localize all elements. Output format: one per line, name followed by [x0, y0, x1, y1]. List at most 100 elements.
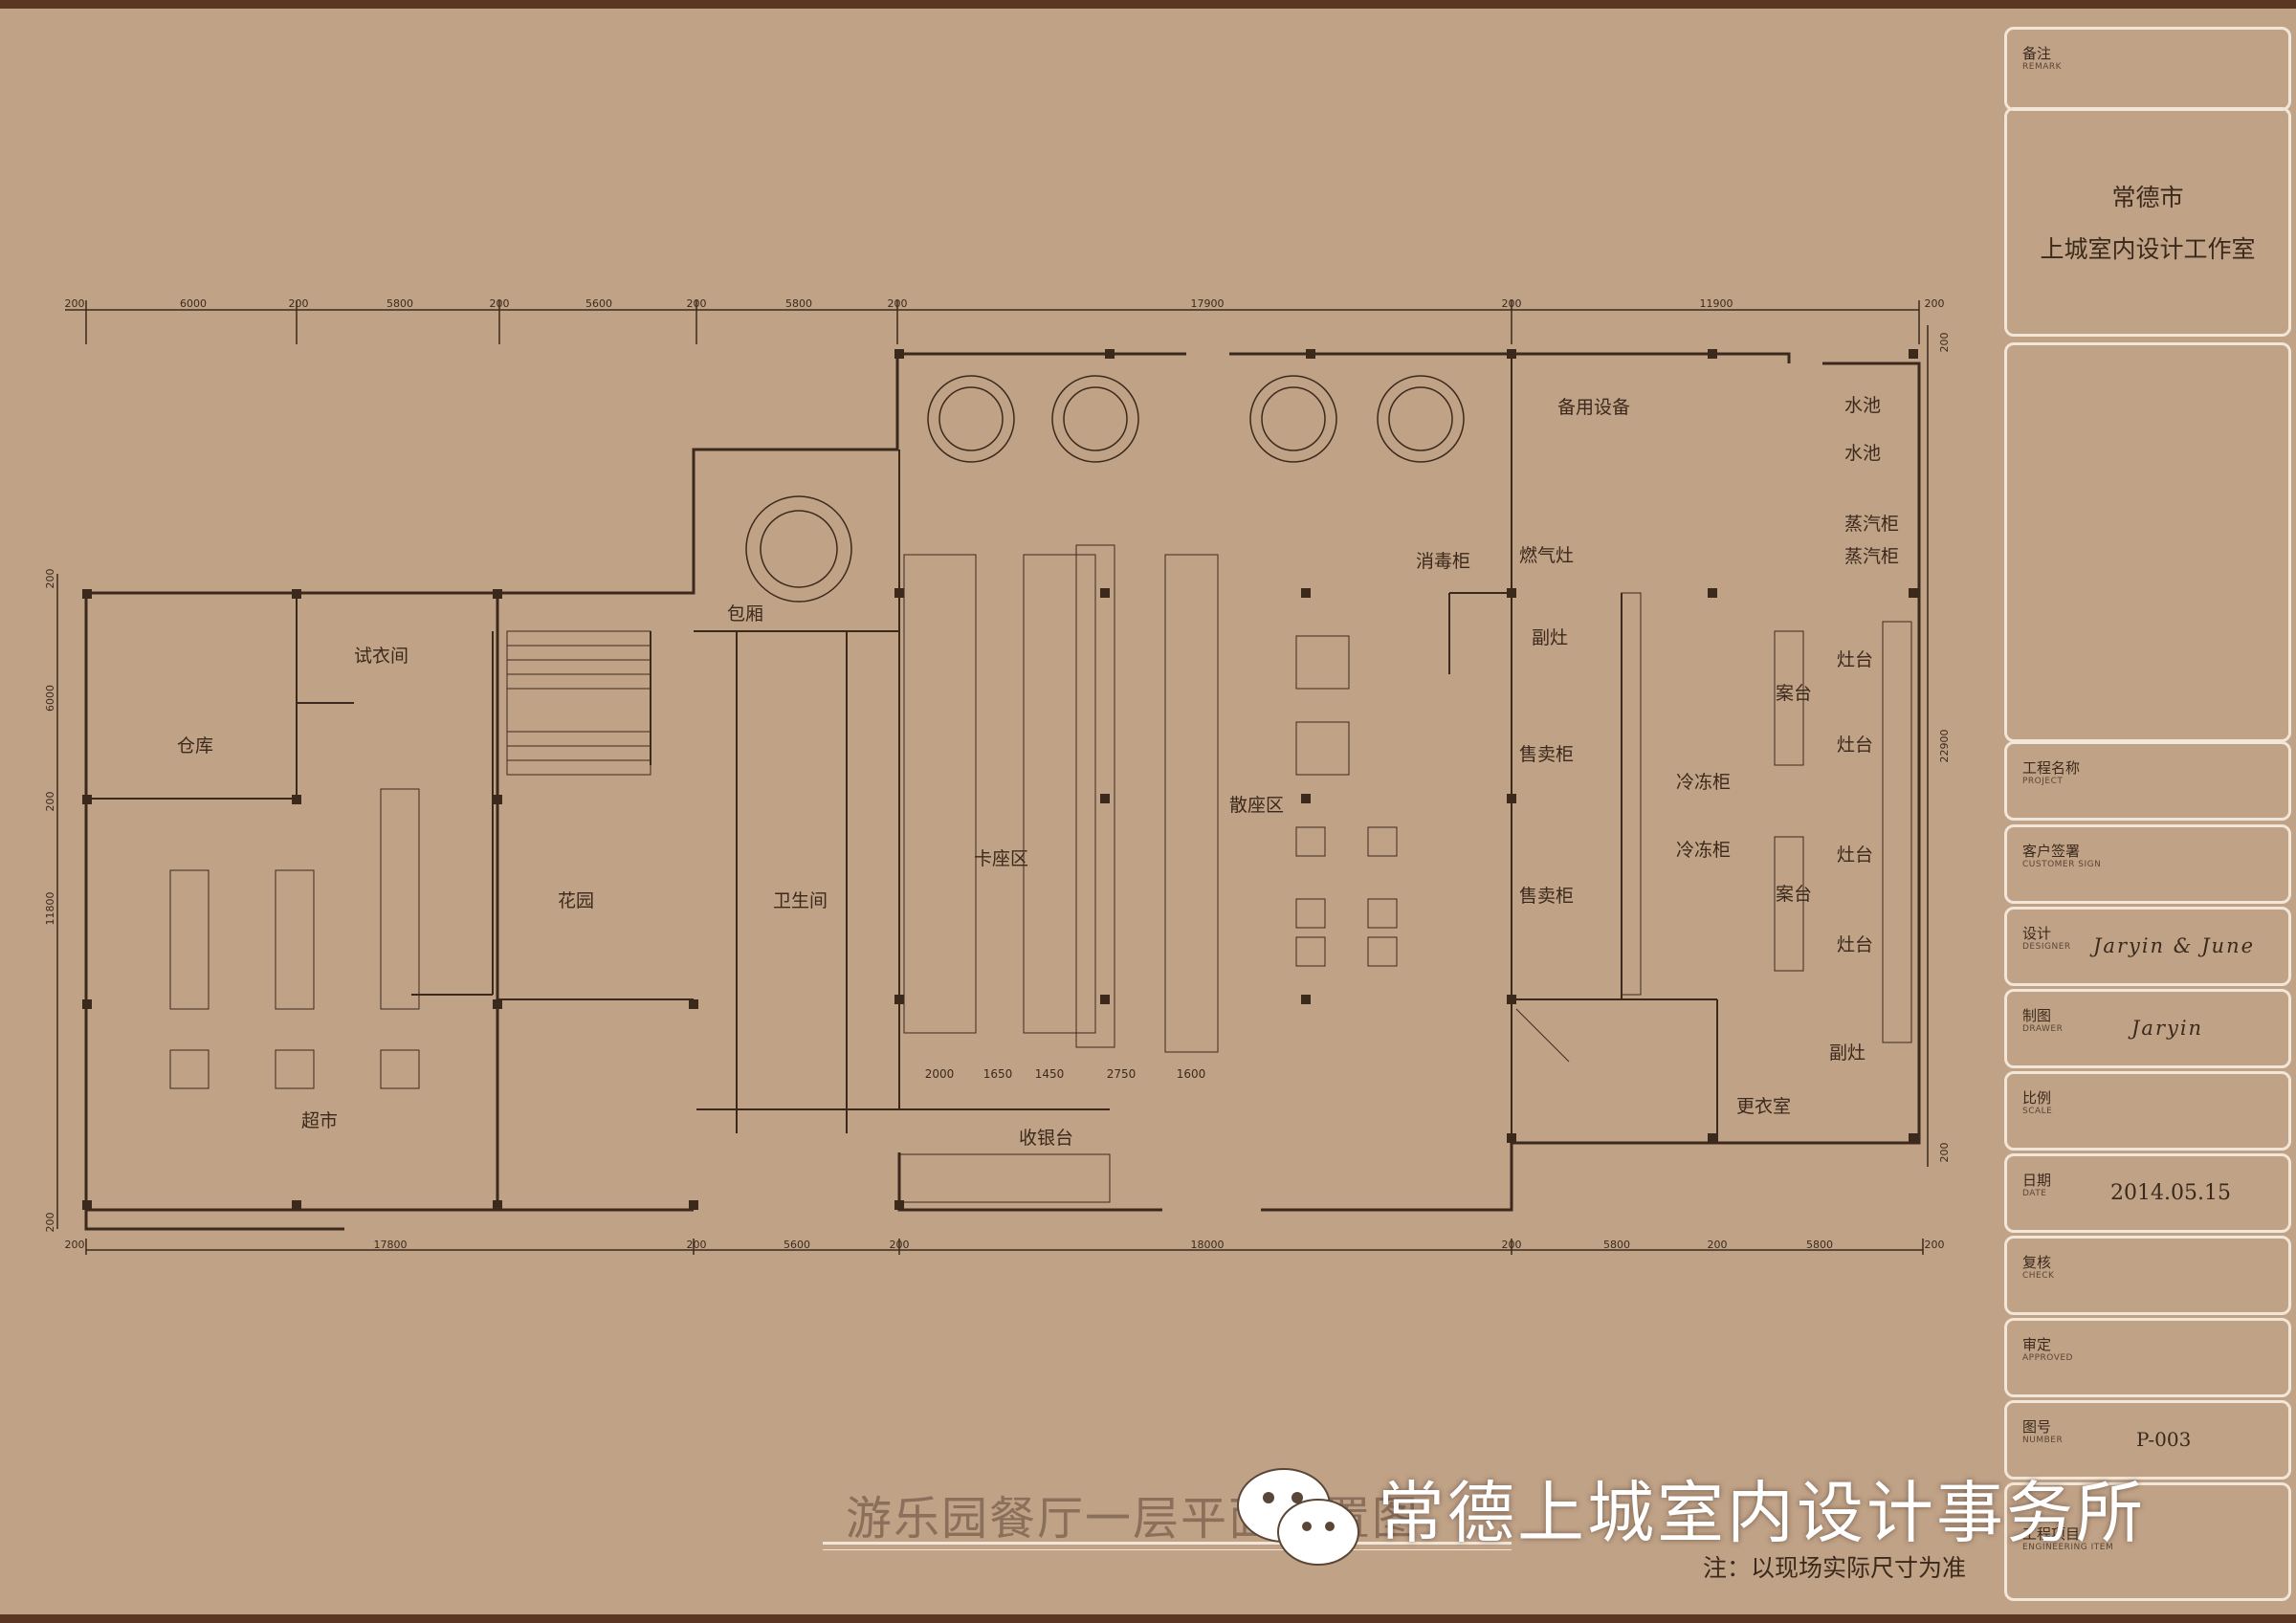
dim-left-2: 200 [44, 792, 56, 812]
sheet-bottom-border [0, 1614, 2296, 1623]
tb-client-label: 客户签署 [2022, 843, 2081, 860]
tb-client-sub: CUSTOMER SIGN [2022, 860, 2102, 869]
room-label-booth-area: 卡座区 [974, 848, 1028, 869]
dimension-labels-left: 200 6000 200 11800 200 [44, 569, 56, 1233]
room-label-side-stove-bottom: 副灶 [1829, 1042, 1866, 1064]
dim-left-3: 11800 [44, 892, 56, 926]
sheet-top-border [0, 0, 2296, 9]
room-label-toilet: 卫生间 [773, 890, 828, 911]
dim-top-7: 5800 [785, 297, 812, 310]
tb-approved: 审定 APPROVED [2004, 1318, 2291, 1397]
room-label-fitting-room: 试衣间 [354, 646, 408, 667]
tb-engineering-item: 工程项目 ENGINEERING ITEM [2004, 1482, 2291, 1601]
room-label-prep-table-1: 案台 [1776, 683, 1812, 704]
title-underline [823, 1542, 1512, 1545]
casual-tables [1295, 635, 1398, 967]
dim-top-6: 200 [687, 297, 707, 310]
room-label-freezer-1: 冷冻柜 [1676, 772, 1731, 793]
room-label-backup-equipment: 备用设备 [1557, 397, 1630, 418]
tb-designer-sub: DESIGNER [2022, 942, 2071, 952]
dim-bottom-6: 200 [1502, 1239, 1522, 1251]
tb-client-sign: 客户签署 CUSTOMER SIGN [2004, 824, 2291, 904]
dim-left-1: 6000 [44, 685, 56, 712]
room-label-cashier: 收银台 [1019, 1128, 1073, 1149]
room-label-gas-stove: 燃气灶 [1519, 545, 1574, 566]
tb-drawing-no: 图号 NUMBER P-003 [2004, 1400, 2291, 1480]
dim-top-8: 200 [888, 297, 908, 310]
staircase [506, 630, 1570, 1063]
tb-remarks: 备注 REMARK [2004, 27, 2291, 111]
room-label-stove-3: 灶台 [1837, 844, 1873, 866]
tb-studio: 常德市 上城室内设计工作室 [2004, 107, 2291, 337]
tb-designer: 设计 DESIGNER Jaryin & June [2004, 907, 2291, 986]
dim-top-2: 200 [289, 297, 309, 310]
plan-note: 注：以现场实际尺寸为准 [1703, 1554, 1967, 1582]
title-underline-thin [823, 1549, 1512, 1550]
room-label-garden: 花园 [558, 890, 594, 911]
structural-columns [82, 349, 1918, 1210]
tb-scale-sub: SCALE [2022, 1107, 2053, 1116]
dim-bottom-8: 200 [1708, 1239, 1728, 1251]
tb-designer-value: Jaryin & June [2093, 934, 2256, 957]
dim-bottom-10: 200 [1925, 1239, 1945, 1251]
dim-booth-3: 2750 [1107, 1067, 1137, 1081]
room-label-supermarket: 超市 [301, 1110, 338, 1131]
room-label-sink-1: 水池 [1844, 395, 1881, 416]
dim-top-5: 5600 [585, 297, 612, 310]
dim-top-0: 200 [65, 297, 85, 310]
dim-booth-2: 1450 [1035, 1067, 1065, 1081]
dim-top-9: 17900 [1191, 297, 1225, 310]
tb-approved-sub: APPROVED [2022, 1353, 2073, 1363]
tb-eng-label: 工程项目 [2022, 1525, 2081, 1543]
tb-check: 复核 CHECK [2004, 1236, 2291, 1315]
room-label-locker-room: 更衣室 [1736, 1096, 1791, 1117]
tb-drawing-no-value: P-003 [2136, 1428, 2192, 1451]
tb-designer-label: 设计 [2022, 925, 2052, 942]
dim-bottom-4: 200 [890, 1239, 910, 1251]
dim-left-4: 200 [44, 1213, 56, 1233]
dim-bottom-7: 5800 [1603, 1239, 1630, 1251]
dimension-ticks [85, 300, 1924, 1255]
tb-approved-label: 审定 [2022, 1336, 2052, 1353]
tb-drawer-value: Jaryin [2131, 1017, 2204, 1040]
studio-city: 常德市 [2111, 184, 2184, 211]
tb-date-sub: DATE [2022, 1189, 2047, 1198]
tb-drawing-no-label: 图号 [2022, 1418, 2052, 1436]
room-label-prep-table-2: 案台 [1776, 884, 1812, 905]
room-label-stove-2: 灶台 [1837, 735, 1873, 756]
tb-project-name: 工程名称 PROJECT [2004, 741, 2291, 821]
dim-top-4: 200 [490, 297, 510, 310]
room-label-private-room: 包厢 [727, 603, 763, 625]
dim-booth-1: 1650 [983, 1067, 1013, 1081]
dim-booth-0: 2000 [925, 1067, 955, 1081]
interior-walls [86, 354, 1718, 1143]
room-label-stove-1: 灶台 [1837, 649, 1873, 670]
dim-bottom-1: 17800 [374, 1239, 408, 1251]
tb-eng-sub: ENGINEERING ITEM [2022, 1543, 2114, 1552]
dim-booth-4: 1600 [1177, 1067, 1206, 1081]
tb-drawer-label: 制图 [2022, 1007, 2052, 1024]
dimension-labels-booth: 2000 1650 1450 2750 1600 [925, 1067, 1206, 1081]
dim-right-0: 200 [1938, 333, 1951, 353]
dim-top-10: 200 [1502, 297, 1522, 310]
dim-top-1: 6000 [180, 297, 207, 310]
dim-top-11: 11900 [1700, 297, 1733, 310]
room-label-steam-cabinet-1: 蒸汽柜 [1844, 514, 1899, 535]
room-label-freezer-2: 冷冻柜 [1676, 840, 1731, 861]
room-label-steam-cabinet-2: 蒸汽柜 [1844, 546, 1899, 567]
room-label-sales-counter-2: 售卖柜 [1519, 886, 1574, 907]
room-label-casual-seating: 散座区 [1229, 795, 1284, 816]
room-label-sink-2: 水池 [1844, 443, 1881, 464]
dim-right-1: 22900 [1938, 730, 1951, 763]
room-label-disinfection-cabinet: 消毒柜 [1416, 551, 1470, 572]
tb-date-value: 2014.05.15 [2110, 1181, 2231, 1205]
tb-remarks-label: 备注 [2022, 45, 2052, 62]
booth-seating [903, 544, 1219, 1053]
dim-bottom-2: 200 [687, 1239, 707, 1251]
tb-drawing-no-sub: NUMBER [2022, 1436, 2064, 1445]
dim-left-0: 200 [44, 569, 56, 589]
dim-bottom-5: 18000 [1191, 1239, 1225, 1251]
exterior-walls [84, 352, 1921, 1231]
